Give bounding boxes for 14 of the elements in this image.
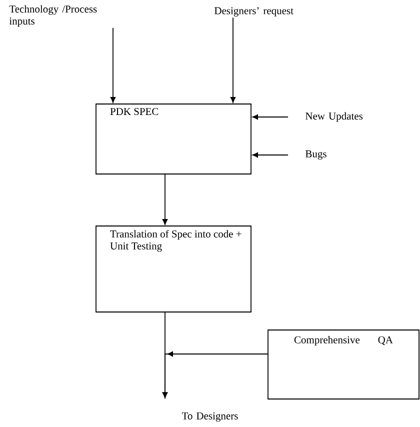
arrow <box>162 351 268 398</box>
input-label: New Updates <box>306 112 363 122</box>
arrow <box>162 174 168 225</box>
arrow <box>252 152 288 158</box>
input-label: Designers’ request <box>214 7 294 16</box>
arrow <box>110 27 116 103</box>
process-box: Comprehensive QA <box>268 330 420 400</box>
arrow <box>230 17 236 103</box>
process-box: Translation of Spec into code + Unit Testing <box>96 226 252 312</box>
input-label: Bugs <box>306 150 326 160</box>
input-label: Technology /Process inputs <box>9 5 97 27</box>
output-label: To Designers <box>182 412 238 422</box>
process-box: PDK SPEC <box>96 104 252 174</box>
arrow <box>252 114 288 120</box>
